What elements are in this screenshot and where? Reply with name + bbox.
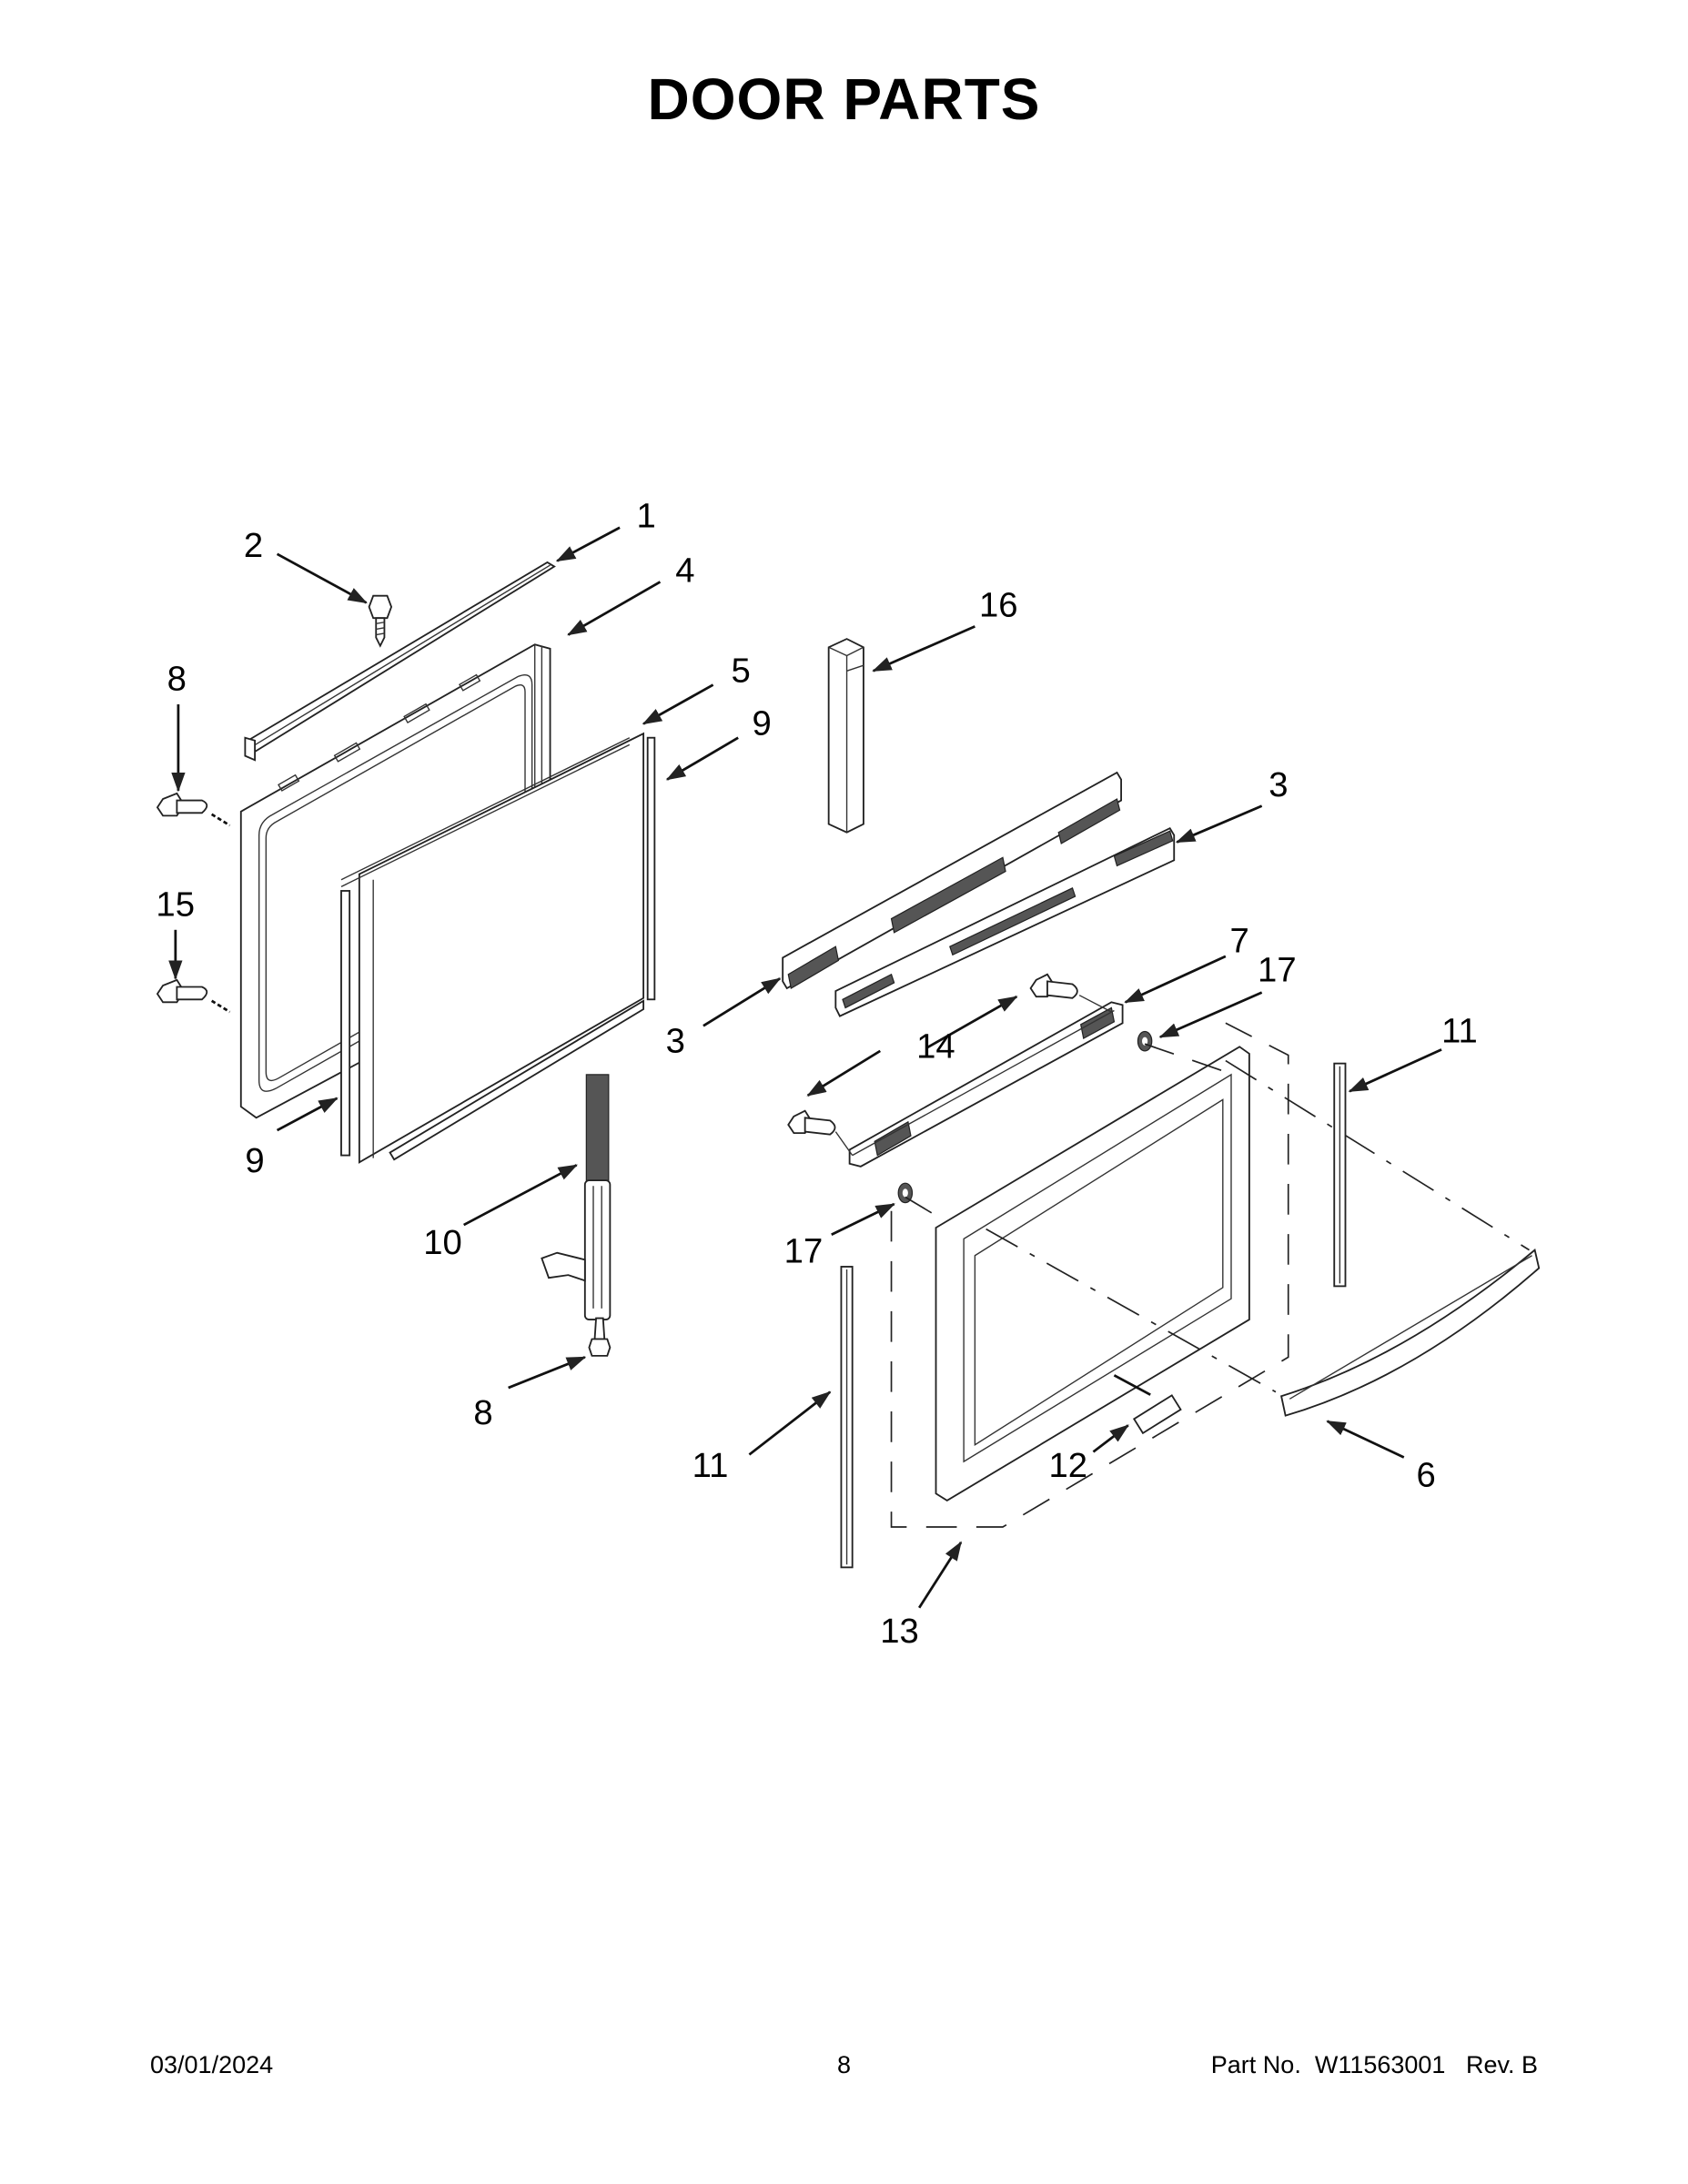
part-7-handle-bracket: [848, 1001, 1124, 1168]
part-10-hinge: [541, 1074, 612, 1321]
callout-17-lower: 17: [784, 1231, 824, 1270]
callout-16: 16: [979, 586, 1018, 625]
part-17-spacer-lower: [897, 1182, 914, 1204]
part-3-door-channel-upper: [782, 771, 1122, 990]
callout-10: 10: [423, 1223, 462, 1262]
part-12-logo-badge: [1113, 1374, 1182, 1435]
part-3-door-channel-lower: [834, 826, 1176, 1017]
callout-12: 12: [1048, 1446, 1087, 1485]
callout-5: 5: [732, 652, 751, 691]
page-title: DOOR PARTS: [647, 66, 1041, 132]
callout-13: 13: [880, 1612, 919, 1651]
callout-2: 2: [244, 526, 263, 565]
callout-8-upper: 8: [167, 660, 187, 699]
callout-8-lower: 8: [473, 1393, 492, 1432]
part-8-screw-upper: [156, 792, 231, 827]
part-11-side-trim-right: [1333, 1062, 1347, 1288]
callout-labels: 1 2 4 5 9 8 15 9 16 3 3 7 17 14 11 10 17…: [156, 497, 1477, 1651]
part-13-outer-door-panel: [890, 1022, 1530, 1528]
callout-3-right: 3: [1269, 765, 1288, 804]
revision: Rev. B: [1465, 2051, 1538, 2078]
part-15-screw: [156, 978, 231, 1014]
callout-15: 15: [156, 885, 195, 925]
part-1-top-trim: [244, 561, 556, 762]
footer-part-info: Part No. W11563001 Rev. B: [1211, 2051, 1538, 2079]
part-17-spacer-upper: [1137, 1030, 1153, 1052]
callout-11-right: 11: [1441, 1012, 1478, 1051]
part-8-hinge-screw: [588, 1317, 612, 1357]
part-5-inner-glass: [340, 732, 645, 1164]
part-14-screw-upper: [1029, 973, 1112, 1013]
callout-7: 7: [1229, 921, 1248, 960]
callout-6: 6: [1417, 1456, 1436, 1495]
part-6-door-handle: [1280, 1248, 1541, 1417]
callout-17-upper: 17: [1258, 950, 1297, 989]
part-label: Part No.: [1210, 2051, 1301, 2078]
part-11-side-trim-left: [840, 1266, 854, 1569]
footer-date: 03/01/2024: [150, 2051, 274, 2078]
callout-9-left: 9: [245, 1141, 264, 1180]
callout-3-left: 3: [666, 1021, 685, 1060]
callout-1: 1: [636, 497, 655, 536]
callout-4: 4: [675, 551, 694, 590]
footer-page-number: 8: [836, 2051, 852, 2078]
part-9-glass-strip-right: [646, 736, 656, 1001]
part-14-screw-lower: [787, 1109, 854, 1156]
part-9-glass-strip-left: [340, 890, 351, 1157]
part-number: W11563001: [1314, 2051, 1446, 2078]
callout-11-left: 11: [692, 1446, 729, 1485]
callout-9-right: 9: [752, 704, 771, 743]
part-16-insulation-block: [827, 638, 864, 834]
leader-lines: [168, 526, 1442, 1609]
callout-14: 14: [916, 1027, 955, 1067]
part-2-screw: [368, 594, 393, 648]
